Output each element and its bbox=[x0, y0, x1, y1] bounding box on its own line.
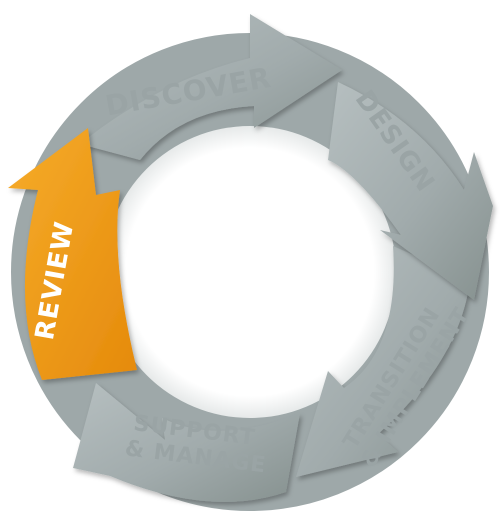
review-arrow bbox=[8, 128, 137, 380]
support-arrow bbox=[73, 383, 300, 502]
discover-arrow bbox=[80, 14, 342, 160]
design-arrow bbox=[328, 82, 493, 300]
ring-hole bbox=[104, 126, 396, 418]
transition-arrow bbox=[296, 246, 470, 477]
